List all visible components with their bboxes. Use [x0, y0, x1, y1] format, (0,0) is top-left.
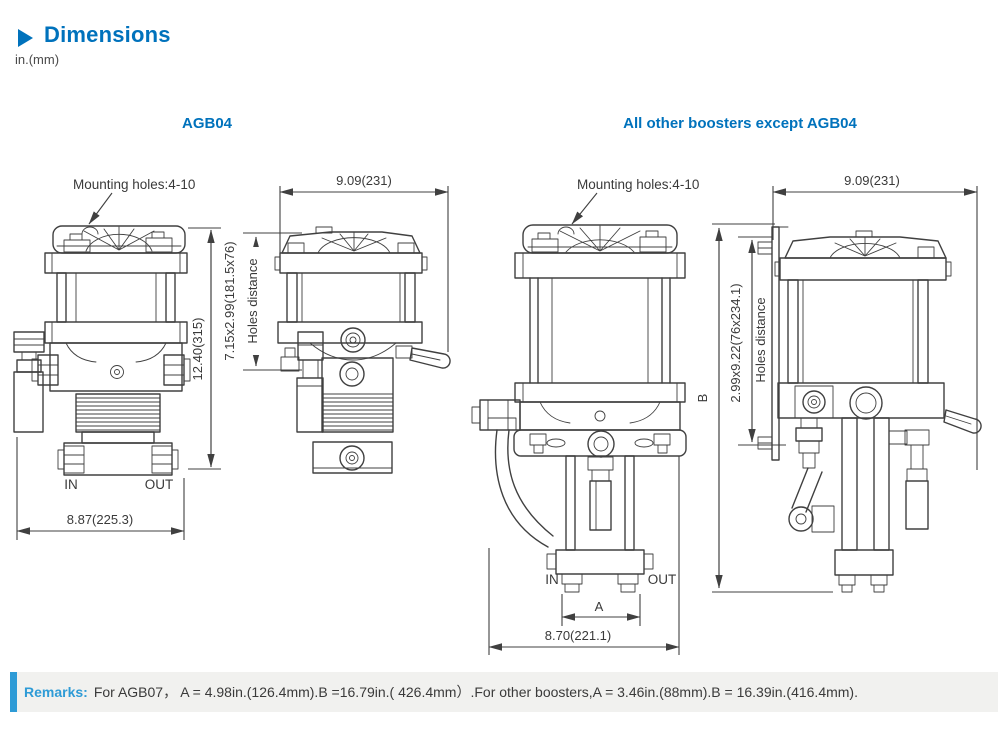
page-title: Dimensions: [44, 22, 171, 47]
column-title-others: All other boosters except AGB04: [623, 115, 857, 132]
height-dimension: 12.40(315): [190, 318, 205, 381]
width-dimension: 9.09(231): [336, 173, 392, 188]
section-arrow-icon: [18, 29, 33, 47]
b-dimension: B: [695, 394, 710, 403]
holes-dimension: 2.99x9.22(76x234.1): [728, 283, 743, 402]
holes-distance-label: Holes distance: [245, 258, 260, 343]
outlet-label: OUT: [648, 572, 677, 587]
units-note: in.(mm): [15, 52, 60, 67]
remarks-label: Remarks:: [24, 684, 88, 700]
inlet-label: IN: [545, 572, 559, 587]
outlet-label: OUT: [145, 477, 174, 492]
width-dimension: 9.09(231): [844, 173, 900, 188]
remarks-bar: Remarks: For AGB07， A = 4.98in.(126.4mm)…: [10, 672, 998, 712]
width-dimension: 8.87(225.3): [67, 512, 134, 527]
mounting-holes-callout: Mounting holes:4-10: [73, 177, 195, 192]
holes-distance-label: Holes distance: [753, 297, 768, 382]
drawing-agb04-side: 9.09(231) 7.15x2.99(181.5x76) Holes dist…: [222, 173, 451, 474]
b-height-dimension: B: [695, 223, 833, 593]
drawing-others-front: IN OUT Mounting holes:4-10 A 8.70(221.1): [471, 177, 699, 655]
inlet-label: IN: [64, 477, 78, 492]
drawing-others-side: 9.09(231) 2.99x9.22(76x234.1) Holes dist…: [728, 173, 982, 593]
column-title-agb04: AGB04: [181, 115, 233, 132]
mounting-holes-callout: Mounting holes:4-10: [577, 177, 699, 192]
remarks-text: For AGB07， A = 4.98in.(126.4mm).B =16.79…: [93, 684, 858, 700]
drawing-agb04-front: IN OUT Mounting holes:4-10 8.87(225.3) 1…: [13, 177, 221, 540]
a-dimension: A: [595, 599, 604, 614]
width-dimension: 8.70(221.1): [545, 628, 612, 643]
holes-dimension: 7.15x2.99(181.5x76): [222, 241, 237, 360]
